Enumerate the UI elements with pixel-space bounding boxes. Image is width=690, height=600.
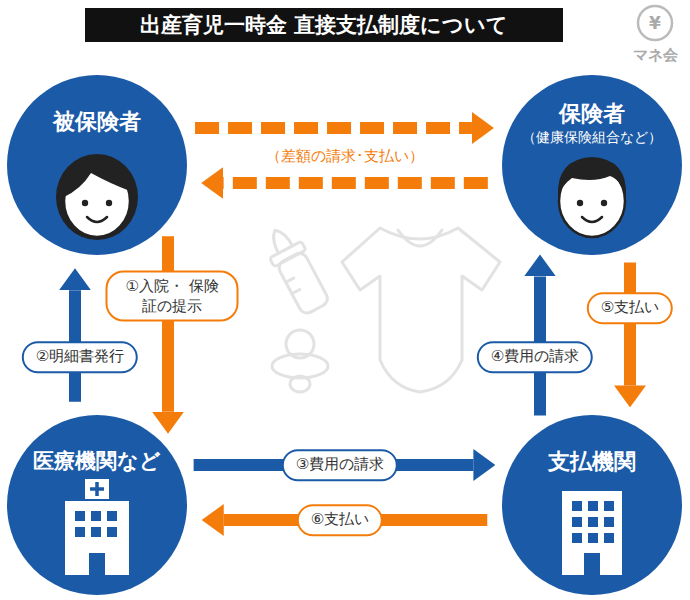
window [572,533,582,543]
bangs [64,161,130,197]
bottle-scale [286,278,294,282]
step-label: ①入院・ 保険証の提示 [106,271,239,322]
pacifier-shield [272,354,328,378]
window [91,527,101,537]
pacifier-nipple [290,376,310,392]
window [572,517,582,527]
window [588,533,598,543]
bottle-scale [292,290,300,294]
dashed-arrow [223,177,488,189]
door [584,553,600,575]
window [604,533,614,543]
step-label: ⑤支払い [587,292,673,324]
eye [82,200,88,206]
title-banner: 出産育児一時金 直接支払制度について [85,8,563,42]
bottle-nipple [268,226,292,253]
mouth [87,217,107,222]
building [562,491,622,575]
step-label: ③費用の請求 [282,449,398,481]
actor-circle: 医療機関など [7,415,187,595]
baby-bottle [259,222,333,317]
actor-icon [7,415,187,595]
bodysuit-collar [398,230,442,246]
actor-name: 医療機関など [7,447,187,475]
window [604,501,614,511]
window [107,527,117,537]
window [604,517,614,527]
building [65,501,129,575]
step-label: ⑥支払い [297,504,383,536]
actor-name: 支払機関 [502,447,682,477]
window [588,501,598,511]
window [107,511,117,521]
actor-icon [7,75,187,255]
cross [90,482,104,496]
window [572,501,582,511]
eye [577,200,583,206]
actor-note: （健康保険組合など） [502,129,682,147]
logo-text: マネ会 [633,46,678,65]
window [75,527,85,537]
actor-circle: 支払機関 [502,415,682,595]
mouth [582,217,602,222]
actor-circle: 被保険者 [7,75,187,255]
logo-coin [638,6,672,40]
actor-name: 被保険者 [7,107,187,137]
dashed-arrow [195,122,472,134]
baby-bodysuit [342,228,500,392]
pacifier [272,330,328,392]
actor-name: 保険者 [502,99,682,129]
flow-arrow [162,236,174,411]
eye [106,200,112,206]
edge-note: （差額の請求･支払い） [262,147,428,167]
hair [56,154,138,240]
actor-circle: 保険者（健康保険組合など） [502,75,682,255]
window [91,511,101,521]
step-label: ②明細書発行 [22,341,138,373]
flow-arrow [624,263,636,386]
eye [601,200,607,206]
logo-symbol: ¥ [649,13,661,33]
hair [558,157,626,197]
actor-icon [502,415,682,595]
cross-sign [85,479,109,499]
window [588,517,598,527]
step-label: ④費用の請求 [477,341,593,373]
window [75,511,85,521]
door [89,553,105,575]
